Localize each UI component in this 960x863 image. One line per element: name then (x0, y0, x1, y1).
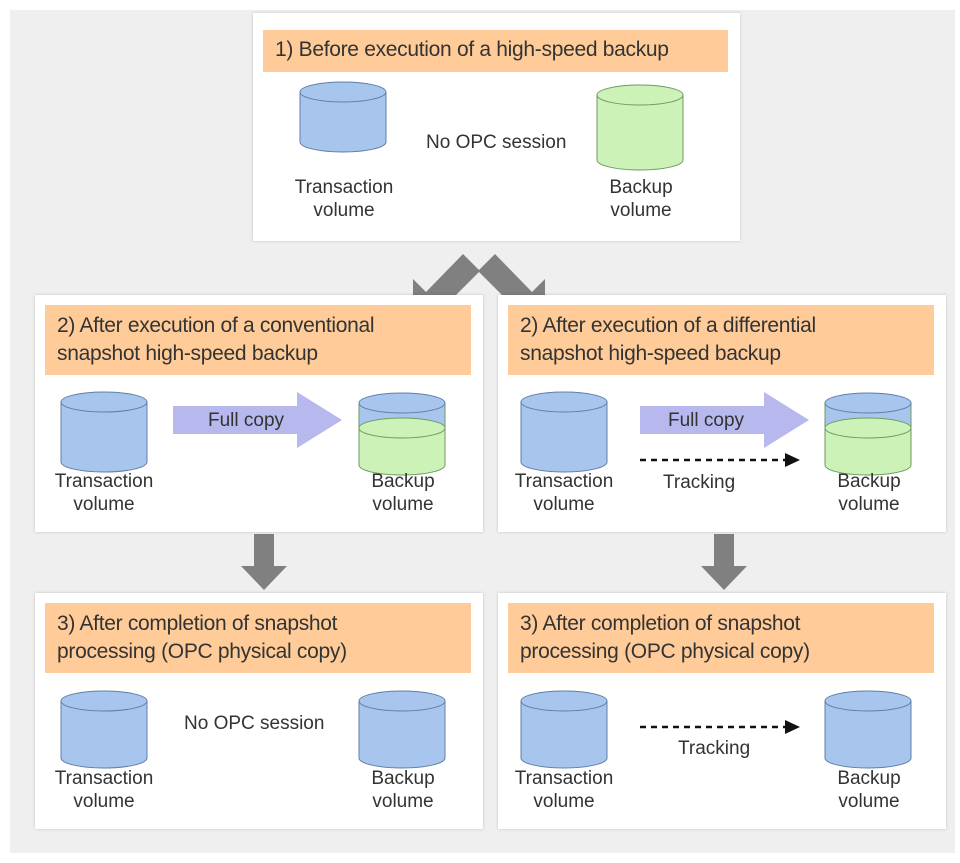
backup-volume-label: Backup volume (837, 768, 901, 812)
transaction-volume-icon (299, 81, 387, 153)
panel-before-backup: 1) Before execution of a high-speed back… (253, 13, 740, 241)
backup-volume-icon (824, 392, 912, 476)
backup-volume-icon (358, 690, 446, 769)
panel-title: 3) After completion of snapshot processi… (508, 603, 934, 673)
full-copy-arrow (173, 392, 342, 448)
opc-session-status: No OPC session (426, 132, 567, 153)
flow-arrow-down-right (701, 534, 747, 590)
transaction-volume-icon (520, 391, 608, 473)
backup-volume-icon (824, 690, 912, 769)
full-copy-label: Full copy (208, 410, 285, 431)
panel-title: 2) After execution of a differential sna… (508, 305, 934, 375)
full-copy-arrow (640, 392, 809, 448)
flow-arrow-down-left (241, 534, 287, 590)
backup-volume-label: Backup volume (609, 177, 673, 221)
tracking-arrow (640, 453, 800, 467)
transaction-volume-icon (60, 391, 148, 473)
backup-volume-label: Backup volume (371, 768, 435, 812)
backup-volume-label: Backup volume (837, 471, 901, 515)
transaction-volume-icon (60, 690, 148, 769)
backup-volume-label: Backup volume (371, 471, 435, 515)
panel-title: 3) After completion of snapshot processi… (45, 603, 471, 673)
panel-title: 1) Before execution of a high-speed back… (263, 30, 728, 72)
transaction-volume-label: Transaction volume (54, 471, 154, 515)
tracking-label: Tracking (663, 472, 736, 493)
transaction-volume-label: Transaction volume (514, 768, 614, 812)
transaction-volume-label: Transaction volume (514, 471, 614, 515)
backup-volume-icon (596, 84, 684, 171)
tracking-label: Tracking (678, 738, 751, 759)
transaction-volume-label: Transaction volume (294, 177, 394, 221)
opc-session-status: No OPC session (184, 713, 325, 734)
transaction-volume-icon (520, 690, 608, 769)
panel-title: 2) After execution of a conventional sna… (45, 305, 471, 375)
transaction-volume-label: Transaction volume (54, 768, 154, 812)
panel-title-line: 1) Before execution of a high-speed back… (275, 38, 669, 61)
backup-volume-icon (358, 392, 446, 476)
tracking-arrow (640, 720, 800, 734)
full-copy-label: Full copy (668, 410, 745, 431)
